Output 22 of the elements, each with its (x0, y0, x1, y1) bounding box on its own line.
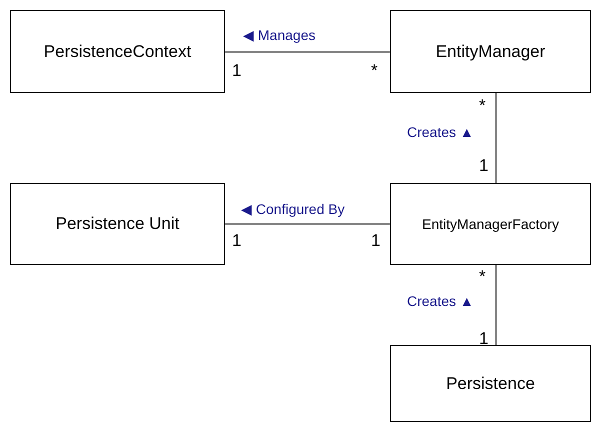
multiplicity-label: 1 (232, 232, 242, 249)
class-name: Persistence Unit (56, 214, 180, 234)
class-name: Persistence (446, 374, 535, 394)
multiplicity-label: * (479, 268, 486, 285)
class-name: EntityManagerFactory (422, 216, 559, 232)
class-box (10, 10, 225, 93)
class-name: EntityManager (436, 42, 546, 62)
multiplicity-label: 1 (479, 330, 488, 347)
class-box (390, 183, 591, 265)
edge-label: Creates ▲ (407, 293, 474, 309)
edge-label: Creates ▲ (407, 124, 474, 140)
multiplicity-label: 1 (479, 157, 488, 174)
class-box (10, 183, 225, 265)
multiplicity-label: 1 (371, 232, 380, 249)
class-name: PersistenceContext (44, 42, 192, 62)
class-box (390, 10, 591, 93)
multiplicity-label: * (371, 62, 378, 79)
multiplicity-label: 1 (232, 62, 242, 79)
edge-label: ◀ Manages (243, 27, 316, 43)
multiplicity-label: * (479, 97, 486, 114)
edge-label: ◀ Configured By (241, 201, 345, 217)
class-box (390, 345, 591, 422)
